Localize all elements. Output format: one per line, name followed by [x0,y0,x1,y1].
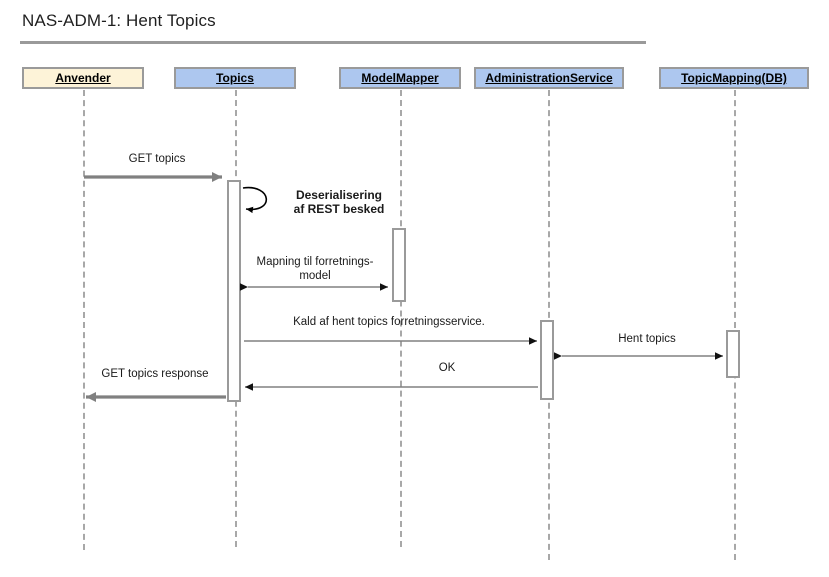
message-label-mapning: Mapning til forretnings- model [256,256,374,282]
participant-topics[interactable]: Topics [174,67,296,89]
lifeline-anvender [83,90,85,550]
participant-modelmapper[interactable]: ModelMapper [339,67,461,89]
message-label-ok: OK [438,362,456,374]
message-label-hent-topics: Hent topics [618,333,676,345]
participant-label: Topics [216,71,254,85]
message-label-get-topics: GET topics [128,153,186,165]
activation-administrationservice [540,320,554,400]
activation-topics [227,180,241,402]
message-deserialisering-self [242,186,268,214]
participant-administrationservice[interactable]: AdministrationService [474,67,624,89]
page-title: NAS-ADM-1: Hent Topics [22,11,216,30]
participant-anvender[interactable]: Anvender [22,67,144,89]
activation-topicmapping-db [726,330,740,378]
participant-label: AdministrationService [485,71,613,85]
participant-label: TopicMapping(DB) [681,71,787,85]
participant-label: ModelMapper [361,71,439,85]
participant-label: Anvender [55,71,111,85]
message-label-kald-af-hent-topics: Kald af hent topics forretningsservice. [293,316,485,328]
message-label-deserialisering: Deserialisering af REST besked [293,188,385,216]
title-divider [20,41,646,44]
activation-modelmapper [392,228,406,302]
message-label-get-topics-response: GET topics response [101,368,209,380]
lifeline-topicmapping-db [734,90,736,560]
lifeline-modelmapper [400,90,402,547]
participant-topicmapping-db[interactable]: TopicMapping(DB) [659,67,809,89]
